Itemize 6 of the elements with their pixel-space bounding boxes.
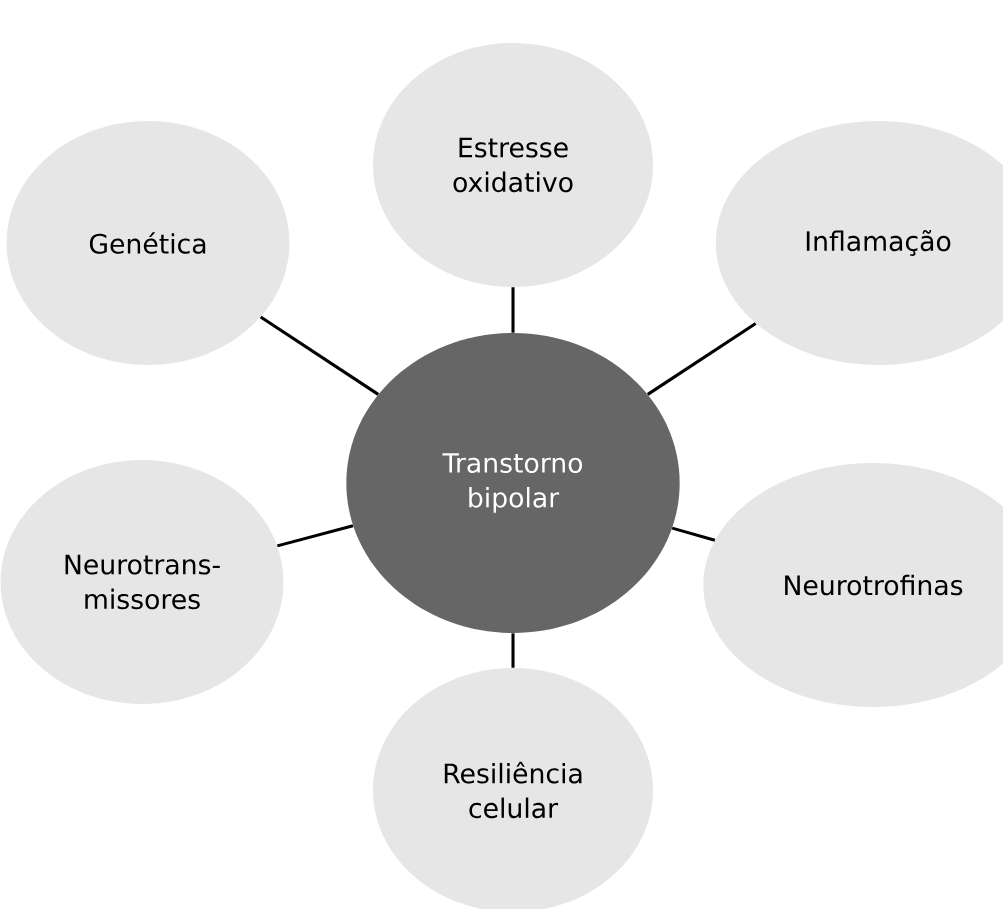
connector-line — [259, 315, 380, 396]
connector-line — [671, 526, 716, 542]
connector-line — [646, 322, 757, 396]
connector-line — [511, 633, 515, 668]
connector-line — [511, 287, 515, 333]
connector-line — [276, 524, 354, 548]
